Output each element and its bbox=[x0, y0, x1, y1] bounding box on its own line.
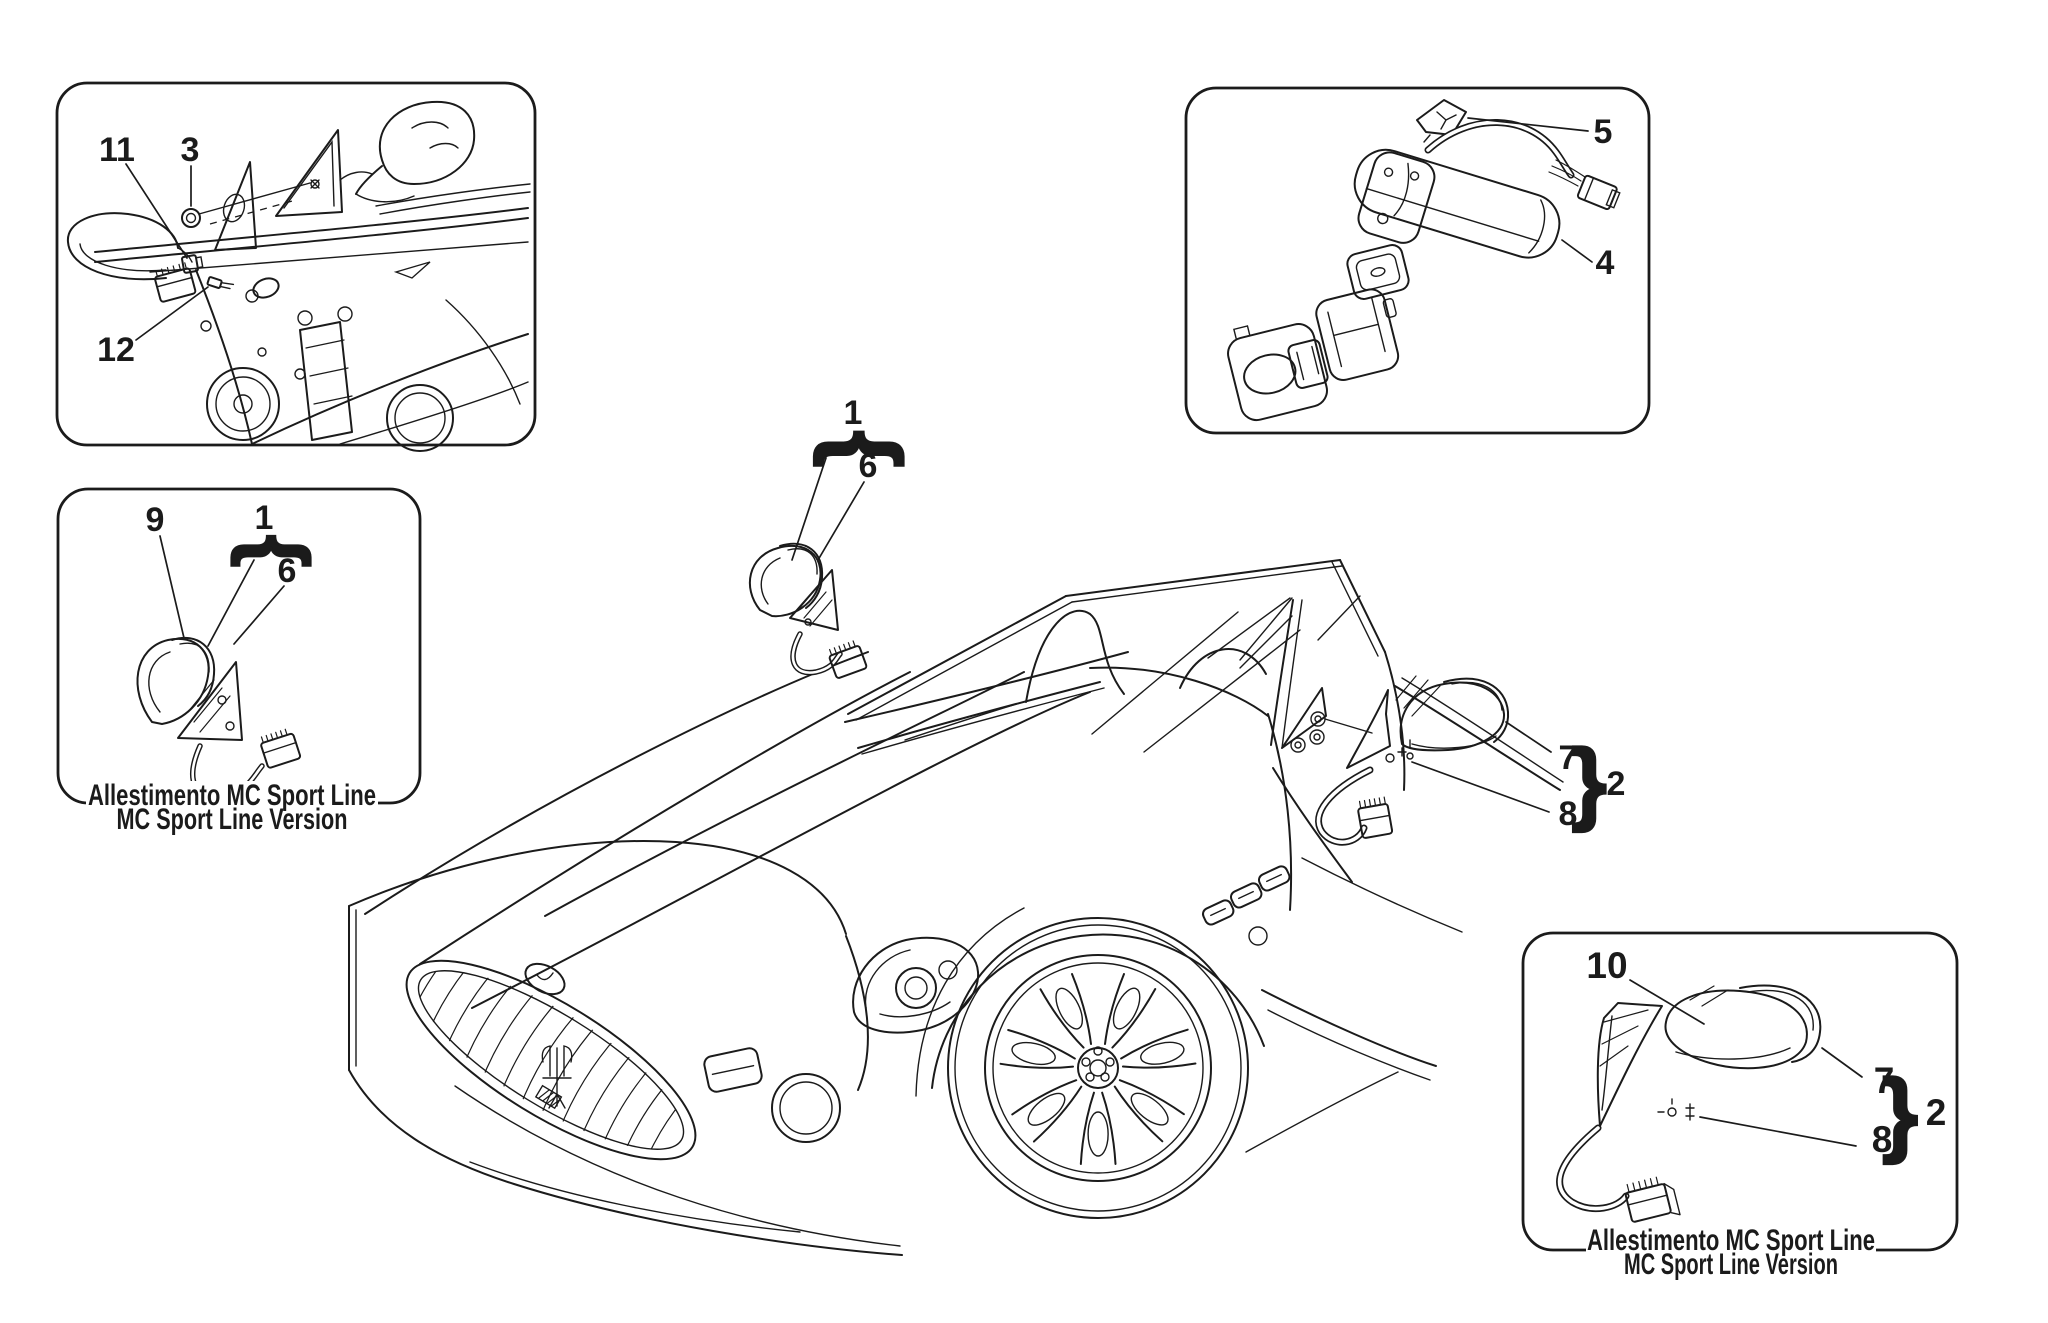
panel-border bbox=[1184, 86, 1651, 435]
panel-bottom-right-sport-mirror: 10 7 8 } 2 Allestimento MC Sport Line MC… bbox=[1521, 931, 1959, 1281]
callout-2-main: 2 bbox=[1607, 765, 1626, 803]
leader-7-main bbox=[1505, 721, 1552, 753]
door-inner-structure-drawing bbox=[66, 100, 531, 452]
door-harness-connector bbox=[154, 262, 197, 303]
detached-mirror-drawing: 1 } 6 bbox=[748, 394, 906, 679]
leader-6 bbox=[233, 585, 285, 645]
leader-5 bbox=[1467, 117, 1589, 132]
panel-top-left-door-structure: 11 3 12 bbox=[55, 81, 537, 452]
callout-7-main: 7 bbox=[1559, 739, 1578, 777]
callout-6: 6 bbox=[278, 552, 297, 590]
door-mirror-drawing: 7 8 } 2 bbox=[1270, 599, 1626, 883]
sport-mirror-drawing-2 bbox=[1556, 984, 1822, 1223]
sport-mirror-drawing bbox=[136, 637, 302, 800]
caption-italian: Allestimento MC Sport Line bbox=[88, 779, 376, 812]
caption-english: MC Sport Line Version bbox=[1624, 1248, 1838, 1281]
panel-mid-left-sport-mirror: 9 1 } 6 Allestimento MC Sport Line MC Sp… bbox=[56, 487, 422, 836]
brace-icon: } bbox=[1882, 1060, 1919, 1165]
leader-9 bbox=[159, 535, 185, 639]
callout-3: 3 bbox=[181, 131, 200, 169]
caption-italian: Allestimento MC Sport Line bbox=[1587, 1224, 1875, 1257]
leader-11 bbox=[125, 163, 188, 259]
callout-4: 4 bbox=[1596, 244, 1615, 282]
front-wheel-rim bbox=[984, 954, 1212, 1182]
trident-emblem bbox=[534, 1045, 573, 1110]
panel-border bbox=[55, 81, 537, 447]
mirror-connector bbox=[260, 728, 302, 769]
callout-7-br: 7 bbox=[1874, 1060, 1895, 1101]
leader-12 bbox=[135, 286, 209, 341]
callout-11: 11 bbox=[99, 131, 135, 169]
front-wheel-tire bbox=[947, 917, 1249, 1219]
leader-8-br bbox=[1699, 1116, 1857, 1147]
callout-5: 5 bbox=[1594, 113, 1613, 151]
grille bbox=[404, 943, 697, 1175]
callout-10: 10 bbox=[1586, 945, 1627, 986]
headlight bbox=[852, 936, 980, 1034]
leader-6-main bbox=[817, 481, 865, 561]
leader-4 bbox=[1561, 239, 1593, 263]
callout-1: 1 bbox=[255, 499, 274, 537]
car-drawing bbox=[348, 559, 1463, 1256]
caption-english: MC Sport Line Version bbox=[117, 803, 348, 836]
callout-6-main: 6 bbox=[859, 447, 878, 485]
brace-icon: } bbox=[798, 430, 905, 467]
leader-1-main bbox=[791, 457, 827, 561]
fender-vents bbox=[1201, 865, 1291, 946]
headrest bbox=[1025, 609, 1125, 703]
callout-8-br: 8 bbox=[1872, 1119, 1893, 1160]
callout-1-main: 1 bbox=[844, 394, 863, 432]
brace-icon: } bbox=[217, 535, 311, 568]
brace-icon: } bbox=[1571, 731, 1607, 833]
wheel-spokes bbox=[999, 973, 1197, 1166]
leader-10 bbox=[1629, 979, 1705, 1025]
callout-8-main: 8 bbox=[1559, 795, 1578, 833]
maserati-badge bbox=[524, 962, 566, 996]
leader-7-br bbox=[1821, 1047, 1863, 1078]
callout-12: 12 bbox=[97, 331, 135, 369]
callout-9: 9 bbox=[146, 501, 165, 539]
caption-backdrop bbox=[1586, 1226, 1876, 1253]
fog-lamp bbox=[771, 1073, 841, 1143]
caption-backdrop bbox=[86, 781, 378, 808]
leader-8-main bbox=[1411, 761, 1550, 813]
interior-mirror-drawing bbox=[1227, 99, 1621, 422]
panel-top-right-interior-mirror: 5 4 bbox=[1184, 86, 1651, 435]
callout-2-br: 2 bbox=[1926, 1092, 1947, 1133]
leader-1 bbox=[207, 559, 255, 647]
interior-mirror-connector bbox=[1576, 174, 1621, 211]
